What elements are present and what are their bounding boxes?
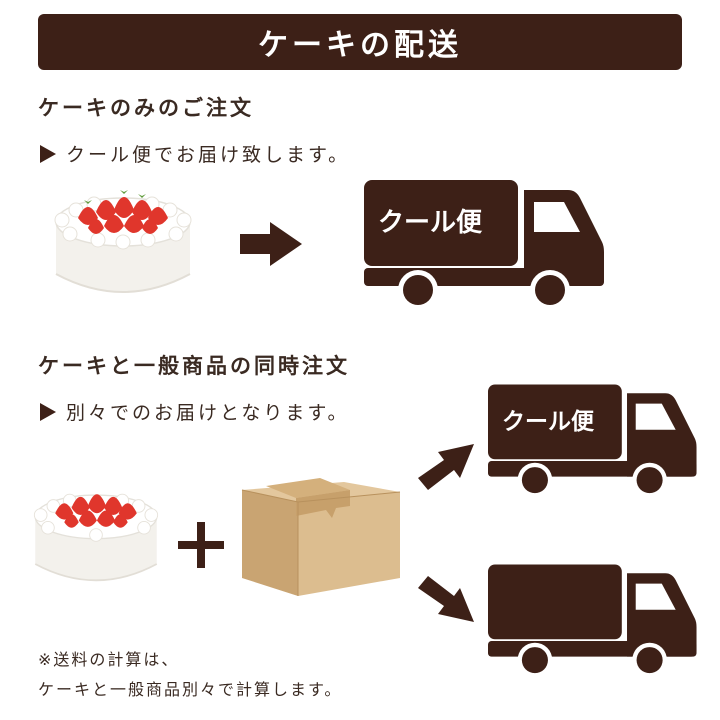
arrow-up-right-icon (418, 444, 474, 490)
section2-description-row: 別々でのお届けとなります。 (40, 398, 350, 425)
truck-label: クール便 (378, 208, 483, 238)
section1-description-row: クール便でお届け致します。 (40, 140, 350, 167)
arrow-right-icon (240, 222, 302, 266)
shipping-note-line2: ケーキと一般商品別々で計算します。 (38, 680, 343, 699)
truck-icon (364, 180, 604, 310)
regular-delivery-truck-icon (488, 564, 697, 678)
section1-heading: ケーキのみのご注文 (38, 96, 254, 120)
section2-description: 別々でのお届けとなります。 (66, 402, 350, 424)
cake-icon (33, 493, 159, 582)
plus-icon (178, 522, 224, 568)
truck-icon (488, 384, 697, 498)
triangle-bullet-icon (40, 402, 56, 421)
title-banner: ケーキの配送 (38, 14, 682, 70)
section2-heading: ケーキと一般商品の同時注文 (38, 354, 350, 378)
shipping-note-line1: ※送料の計算は、 (38, 650, 180, 669)
arrow-down-right-icon (418, 576, 474, 622)
section1-description: クール便でお届け致します。 (66, 144, 351, 166)
cake-icon (54, 190, 192, 293)
truck-label: クール便 (502, 409, 594, 435)
triangle-bullet-icon (40, 144, 56, 163)
cool-delivery-truck: クール便 (364, 180, 608, 310)
cardboard-box-icon (241, 478, 401, 596)
cool-delivery-truck: クール便 (488, 384, 700, 498)
banner-title: ケーキの配送 (258, 28, 462, 63)
